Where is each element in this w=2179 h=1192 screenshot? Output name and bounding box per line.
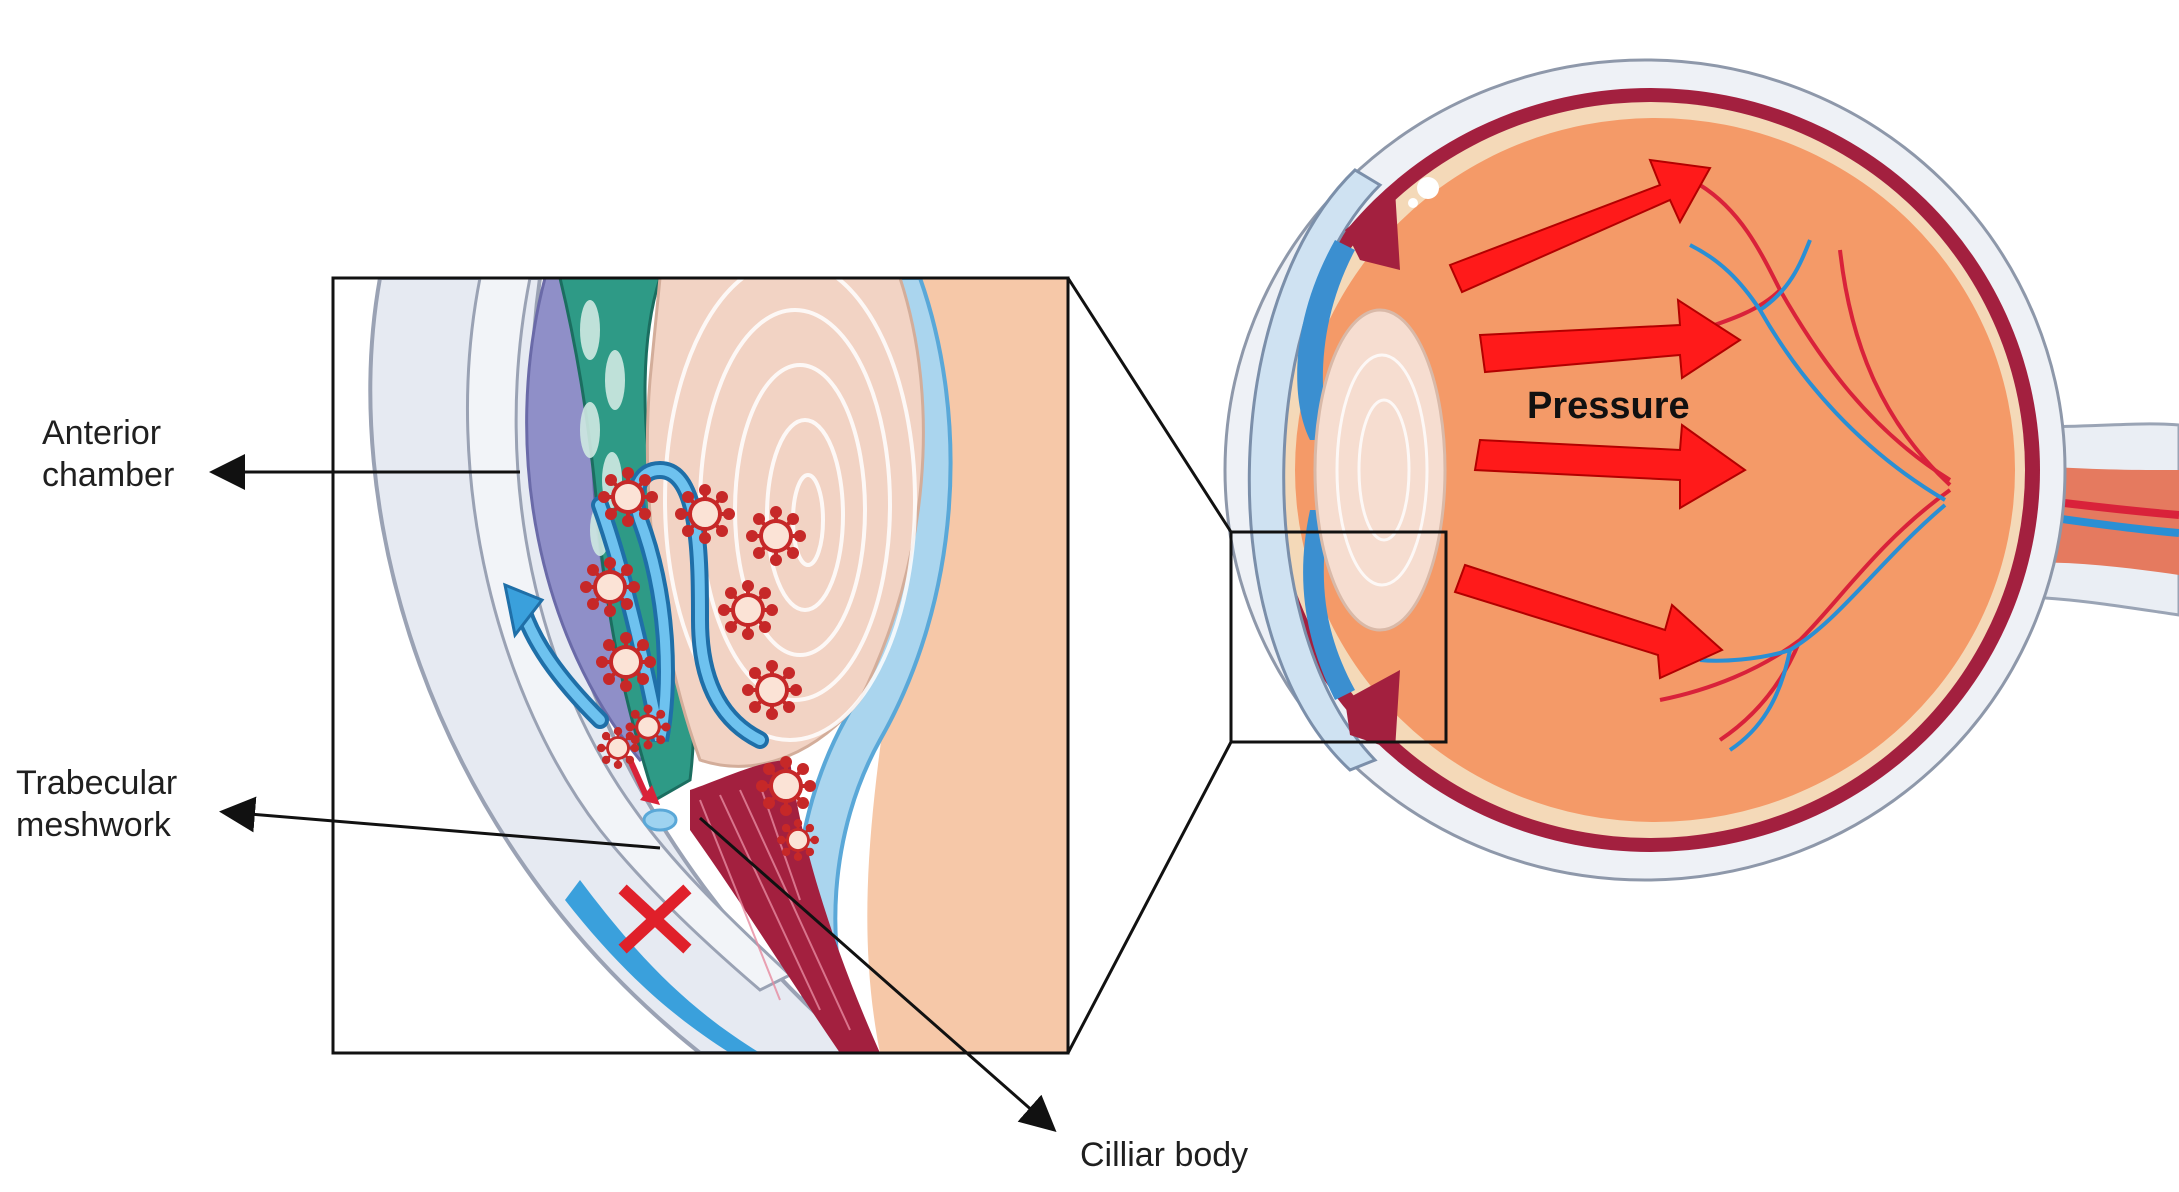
label-trabecular-meshwork-line2: meshwork: [16, 806, 171, 844]
label-trabecular-meshwork: Trabecular meshwork: [16, 762, 177, 846]
blocked-drainage-arrow: [627, 758, 651, 802]
virus-particle: [596, 632, 656, 692]
label-anterior-chamber-line2: chamber: [42, 456, 175, 494]
pressure-arrow: [1473, 423, 1747, 510]
virus-particle: [675, 484, 735, 544]
virus-particle: [596, 727, 639, 770]
zoom-schlemm-canal: [565, 880, 760, 1053]
iris-upper: [1297, 240, 1355, 440]
pressure-arrow: [1448, 158, 1712, 294]
zoom-trabecular-meshwork: [642, 808, 678, 832]
virus-particle: [777, 818, 820, 861]
pressure-arrow: [1478, 298, 1742, 380]
blockage-x-icon: [618, 884, 692, 954]
virus-particle: [580, 557, 640, 617]
pressure-arrows: [1448, 158, 1747, 680]
connector-line: [1066, 277, 1233, 533]
label-ciliary-body: Cilliar body: [1080, 1136, 1249, 1174]
ciliary-body-pointer: [699, 816, 1057, 1132]
zoom-panel-frame: [331, 276, 1070, 1055]
iris-lower: [1303, 510, 1355, 700]
label-trabecular-meshwork-line1: Trabecular: [16, 764, 178, 802]
trabecular-meshwork-pointer: [219, 796, 661, 850]
label-anterior-chamber: Anterior chamber: [42, 412, 174, 496]
label-pressure: Pressure: [1527, 385, 1690, 427]
zoom-panel: [333, 278, 1068, 1053]
virus-particle: [598, 467, 658, 527]
virus-particle: [756, 756, 816, 816]
label-anterior-chamber-line1: Anterior: [42, 414, 162, 452]
pressure-arrow: [1453, 563, 1724, 680]
virus-particle: [625, 704, 671, 750]
virus-particle: [718, 580, 778, 640]
lens: [1313, 308, 1447, 632]
virus-particle: [742, 660, 802, 720]
virus-particle: [746, 506, 806, 566]
eyeball: [1223, 58, 2179, 882]
zoom-region-box: [1229, 530, 1448, 744]
connector-line: [1066, 741, 1233, 1054]
retinal-vessels: [1659, 183, 1952, 752]
